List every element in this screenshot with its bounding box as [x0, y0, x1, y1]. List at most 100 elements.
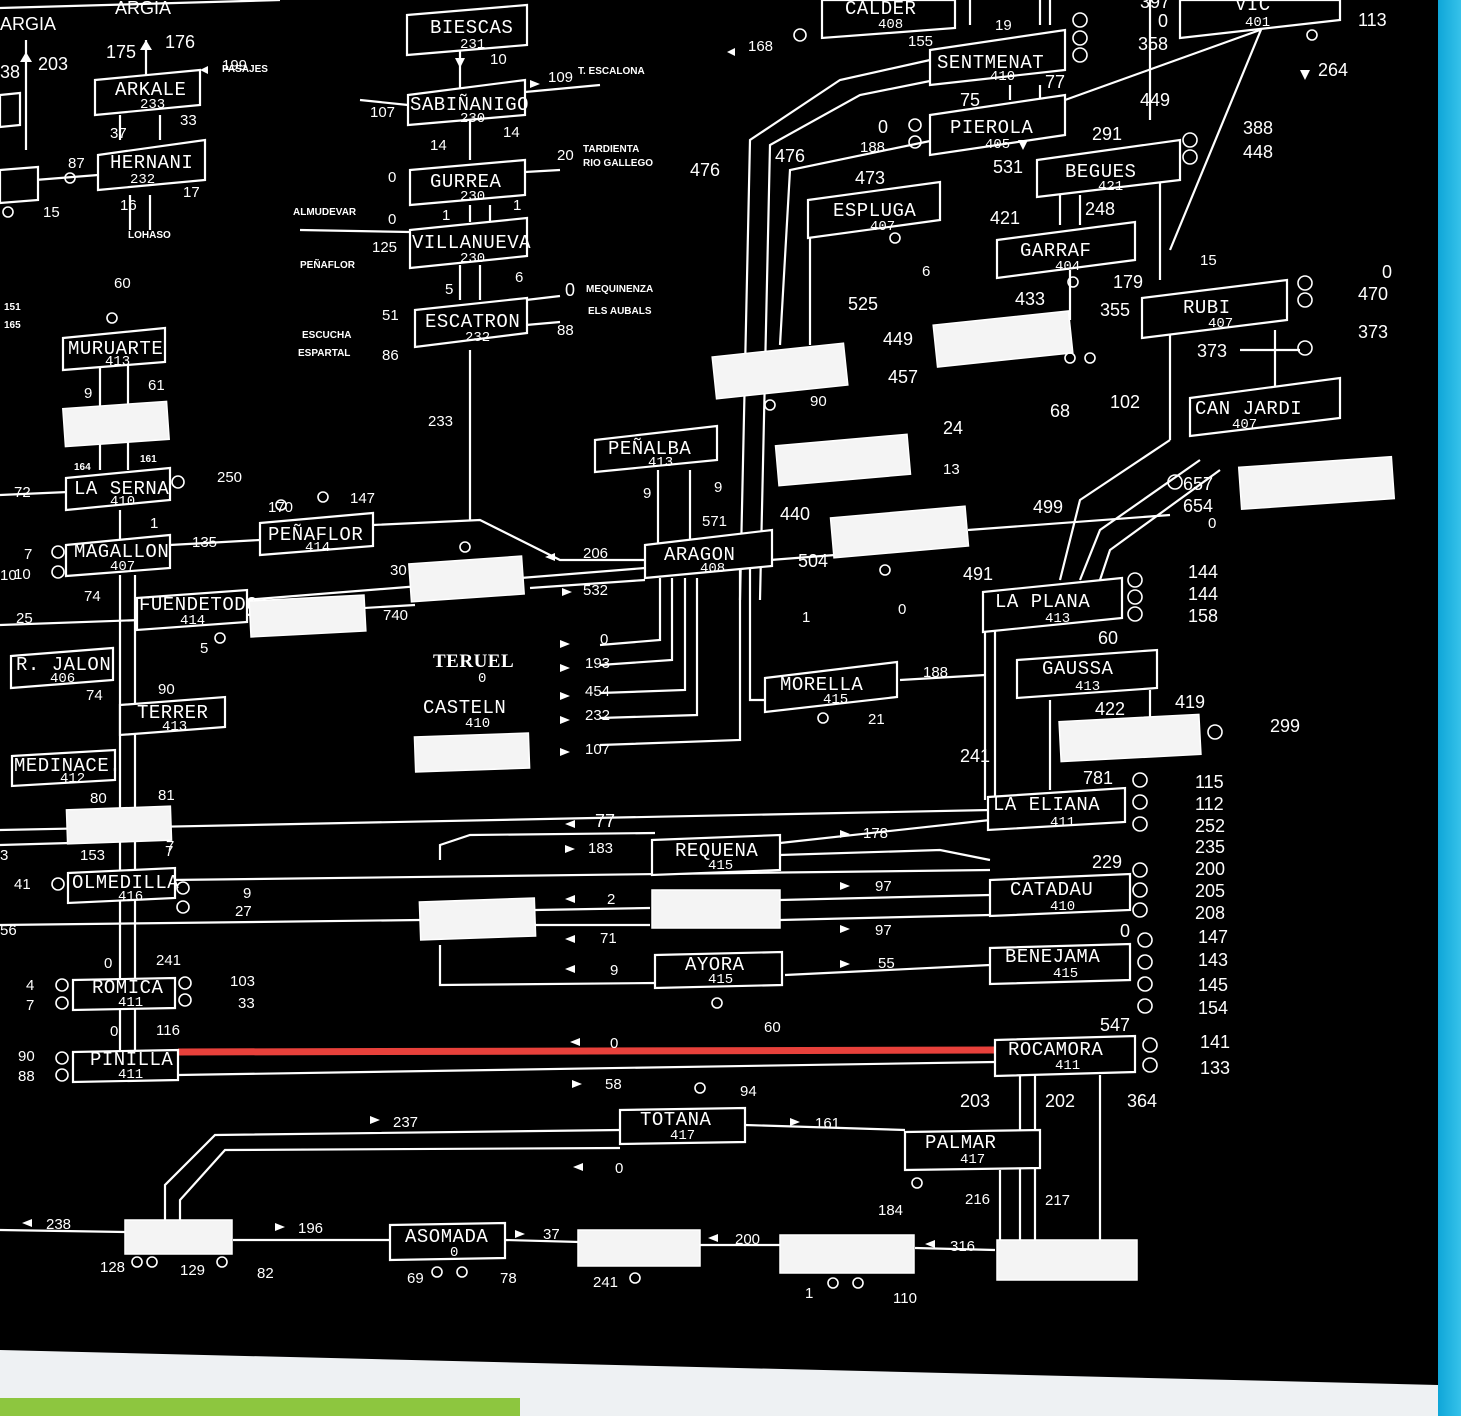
svg-text:411: 411 [1050, 815, 1075, 831]
svg-text:373: 373 [1197, 341, 1227, 361]
board-frame-edge [1438, 0, 1461, 1416]
svg-text:ESPLUGA: ESPLUGA [833, 200, 916, 222]
svg-text:1: 1 [150, 515, 158, 532]
svg-text:525: 525 [848, 294, 878, 314]
svg-text:T. ESCALONA: T. ESCALONA [578, 66, 645, 77]
svg-text:0: 0 [110, 1023, 118, 1040]
svg-text:90: 90 [810, 393, 827, 410]
svg-text:ASOMADA: ASOMADA [405, 1226, 488, 1248]
covered-box [711, 342, 849, 400]
svg-text:449: 449 [883, 329, 913, 349]
svg-text:0: 0 [450, 1245, 458, 1261]
svg-text:MAGALLON: MAGALLON [74, 541, 169, 563]
svg-text:77: 77 [1045, 72, 1065, 92]
svg-text:154: 154 [1198, 998, 1228, 1018]
svg-text:37: 37 [543, 1226, 560, 1243]
svg-text:411: 411 [1055, 1058, 1080, 1074]
svg-text:REQUENA: REQUENA [675, 840, 758, 862]
svg-text:151: 151 [4, 302, 21, 313]
svg-text:241: 241 [960, 746, 990, 766]
svg-text:77: 77 [595, 811, 615, 831]
svg-text:AYORA: AYORA [685, 954, 745, 976]
svg-text:90: 90 [18, 1048, 35, 1065]
svg-text:417: 417 [670, 1128, 695, 1144]
transmission-lines [0, 0, 1300, 1252]
svg-text:MURUARTE: MURUARTE [68, 338, 163, 360]
covered-box [1237, 455, 1396, 511]
svg-text:9: 9 [243, 885, 251, 902]
svg-text:407: 407 [870, 219, 895, 235]
svg-text:9: 9 [610, 962, 618, 979]
svg-text:413: 413 [648, 455, 673, 471]
svg-text:241: 241 [156, 952, 181, 969]
svg-text:PEÑAFLOR: PEÑAFLOR [300, 258, 356, 271]
svg-text:415: 415 [1053, 966, 1078, 982]
svg-text:9: 9 [643, 485, 651, 502]
svg-text:413: 413 [162, 719, 187, 735]
svg-text:LA ELIANA: LA ELIANA [993, 794, 1100, 816]
svg-text:RUBI: RUBI [1183, 297, 1231, 319]
svg-text:188: 188 [860, 139, 885, 156]
covered-box [65, 805, 173, 845]
svg-text:25: 25 [16, 610, 33, 627]
svg-text:116: 116 [156, 1022, 180, 1039]
svg-text:421: 421 [1098, 179, 1123, 195]
svg-text:80: 80 [90, 790, 107, 807]
svg-text:145: 145 [1198, 975, 1228, 995]
svg-text:CASTELN: CASTELN [423, 697, 506, 719]
svg-text:404: 404 [1055, 259, 1080, 275]
svg-text:141: 141 [1200, 1032, 1230, 1052]
svg-text:411: 411 [118, 995, 143, 1011]
svg-text:504: 504 [798, 551, 828, 571]
flow-values: 38 203 175 176 199 37 33 87 16 17 15 107… [0, 0, 1392, 1307]
svg-text:86: 86 [382, 347, 399, 364]
svg-text:449: 449 [1140, 90, 1170, 110]
svg-text:MORELLA: MORELLA [780, 674, 863, 696]
svg-text:373: 373 [1358, 322, 1388, 342]
svg-text:90: 90 [158, 681, 175, 698]
svg-text:0: 0 [1382, 262, 1392, 282]
svg-text:BENEJAMA: BENEJAMA [1005, 946, 1100, 968]
svg-text:415: 415 [708, 972, 733, 988]
svg-text:115: 115 [1195, 772, 1224, 792]
svg-text:135: 135 [192, 534, 217, 551]
svg-text:110: 110 [893, 1290, 917, 1307]
svg-text:199: 199 [222, 57, 247, 74]
svg-text:CATADAU: CATADAU [1010, 879, 1093, 901]
svg-text:3: 3 [0, 847, 8, 864]
svg-text:2: 2 [607, 891, 615, 908]
svg-text:155: 155 [908, 33, 933, 50]
svg-text:196: 196 [298, 1220, 323, 1237]
svg-text:ELS AUBALS: ELS AUBALS [588, 306, 652, 317]
svg-text:PALMAR: PALMAR [925, 1132, 996, 1154]
covered-box [413, 732, 531, 773]
svg-text:473: 473 [855, 168, 885, 188]
svg-text:144: 144 [1188, 562, 1218, 582]
svg-text:188: 188 [923, 664, 948, 681]
svg-text:248: 248 [1085, 199, 1115, 219]
covered-box [577, 1229, 701, 1267]
svg-text:GURREA: GURREA [430, 171, 502, 193]
svg-text:60: 60 [114, 275, 131, 292]
svg-text:410: 410 [110, 494, 135, 510]
svg-text:184: 184 [878, 1202, 903, 1219]
svg-text:657: 657 [1183, 474, 1213, 494]
svg-text:200: 200 [735, 1231, 760, 1248]
svg-text:VILLANUEVA: VILLANUEVA [412, 232, 531, 254]
svg-text:128: 128 [100, 1259, 125, 1276]
highlighted-line-pinilla-rocamora [177, 1046, 996, 1056]
